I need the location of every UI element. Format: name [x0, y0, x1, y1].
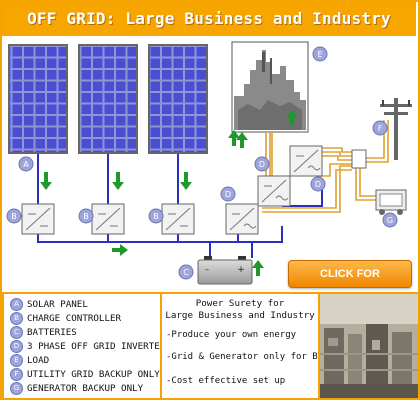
battery-minus-label: – — [205, 265, 210, 275]
legend-badge: G — [10, 382, 23, 395]
charge-controller-1 — [21, 203, 55, 235]
info-item: -Grid & Generator only for Backup — [166, 352, 345, 362]
inverter-3 — [289, 145, 323, 177]
inverter-1 — [225, 203, 259, 235]
legend-item-d: D 3 PHASE OFF GRID INVERTERS — [10, 340, 171, 353]
legend-badge: D — [10, 340, 23, 353]
utility-pole — [380, 98, 412, 160]
charge-controller-3 — [161, 203, 195, 235]
title-bar: OFF GRID: Large Business and Industry — [2, 2, 416, 36]
load-image — [231, 41, 309, 133]
legend-item-a: A SOLAR PANEL — [10, 298, 88, 311]
system-diagram: – + A B B B C D — [6, 41, 412, 285]
click-for-products-button[interactable]: CLICK FOR PRODUCTS — [288, 260, 412, 306]
legend-badge: F — [10, 368, 23, 381]
legend-label: 3 PHASE OFF GRID INVERTERS — [27, 341, 171, 352]
badge-g-generator: G — [387, 216, 393, 225]
badge-d-inverter-3: D — [315, 180, 321, 189]
legend-label: GENERATOR BACKUP ONLY — [27, 383, 144, 394]
battery-plus-label: + — [237, 265, 245, 275]
badge-d-inverter-2: D — [259, 160, 265, 169]
badge-b-controller-1: B — [11, 212, 17, 221]
legend-item-g: G GENERATOR BACKUP ONLY — [10, 382, 143, 395]
legend-badge: A — [10, 298, 23, 311]
solar-panel-2 — [78, 44, 138, 154]
info-title-line2: Large Business and Industry — [165, 310, 315, 321]
battery: – + — [197, 256, 253, 285]
charge-controller-2 — [91, 203, 125, 235]
info-title-line1: Power Surety for — [195, 298, 285, 309]
legend-item-f: F UTILITY GRID BACKUP ONLY — [10, 368, 160, 381]
legend-item-c: C BATTERIES — [10, 326, 77, 339]
legend-badge: B — [10, 312, 23, 325]
info-box: Power Surety for Large Business and Indu… — [160, 292, 345, 400]
legend-label: UTILITY GRID BACKUP ONLY — [27, 369, 160, 380]
badge-b-controller-3: B — [153, 212, 159, 221]
badge-e-load: E — [317, 50, 322, 59]
solar-panel-3 — [148, 44, 208, 154]
info-item: -Cost effective set up — [166, 376, 286, 386]
legend-badge: E — [10, 354, 23, 367]
solar-panel-1 — [8, 44, 68, 154]
info-title: Power Surety for Large Business and Indu… — [162, 298, 318, 322]
junction-box — [351, 149, 367, 169]
flow-arrows — [40, 110, 298, 276]
factory-photo — [318, 292, 420, 400]
ac-wiring — [258, 120, 389, 213]
legend-label: CHARGE CONTROLLER — [27, 313, 122, 324]
badge-f-grid: F — [378, 124, 383, 133]
page-title: OFF GRID: Large Business and Industry — [27, 9, 391, 28]
badge-b-controller-2: B — [83, 212, 89, 221]
badge-c-battery: C — [183, 268, 189, 277]
factory-photo-image — [320, 294, 418, 398]
info-item: -Produce your own energy — [166, 330, 297, 340]
legend-badge: C — [10, 326, 23, 339]
badge-a-panel: A — [23, 160, 29, 169]
legend-box: A SOLAR PANEL B CHARGE CONTROLLER C BATT… — [2, 292, 171, 400]
inverter-2 — [257, 175, 291, 207]
legend-item-b: B CHARGE CONTROLLER — [10, 312, 121, 325]
legend-label: SOLAR PANEL — [27, 299, 88, 310]
label-badges: A B B B C D D D E F G — [6, 46, 398, 280]
legend-label: BATTERIES — [27, 327, 77, 338]
legend-item-e: E LOAD — [10, 354, 49, 367]
generator — [375, 189, 407, 215]
badge-d-inverter-1: D — [225, 190, 231, 199]
legend-label: LOAD — [27, 355, 50, 366]
